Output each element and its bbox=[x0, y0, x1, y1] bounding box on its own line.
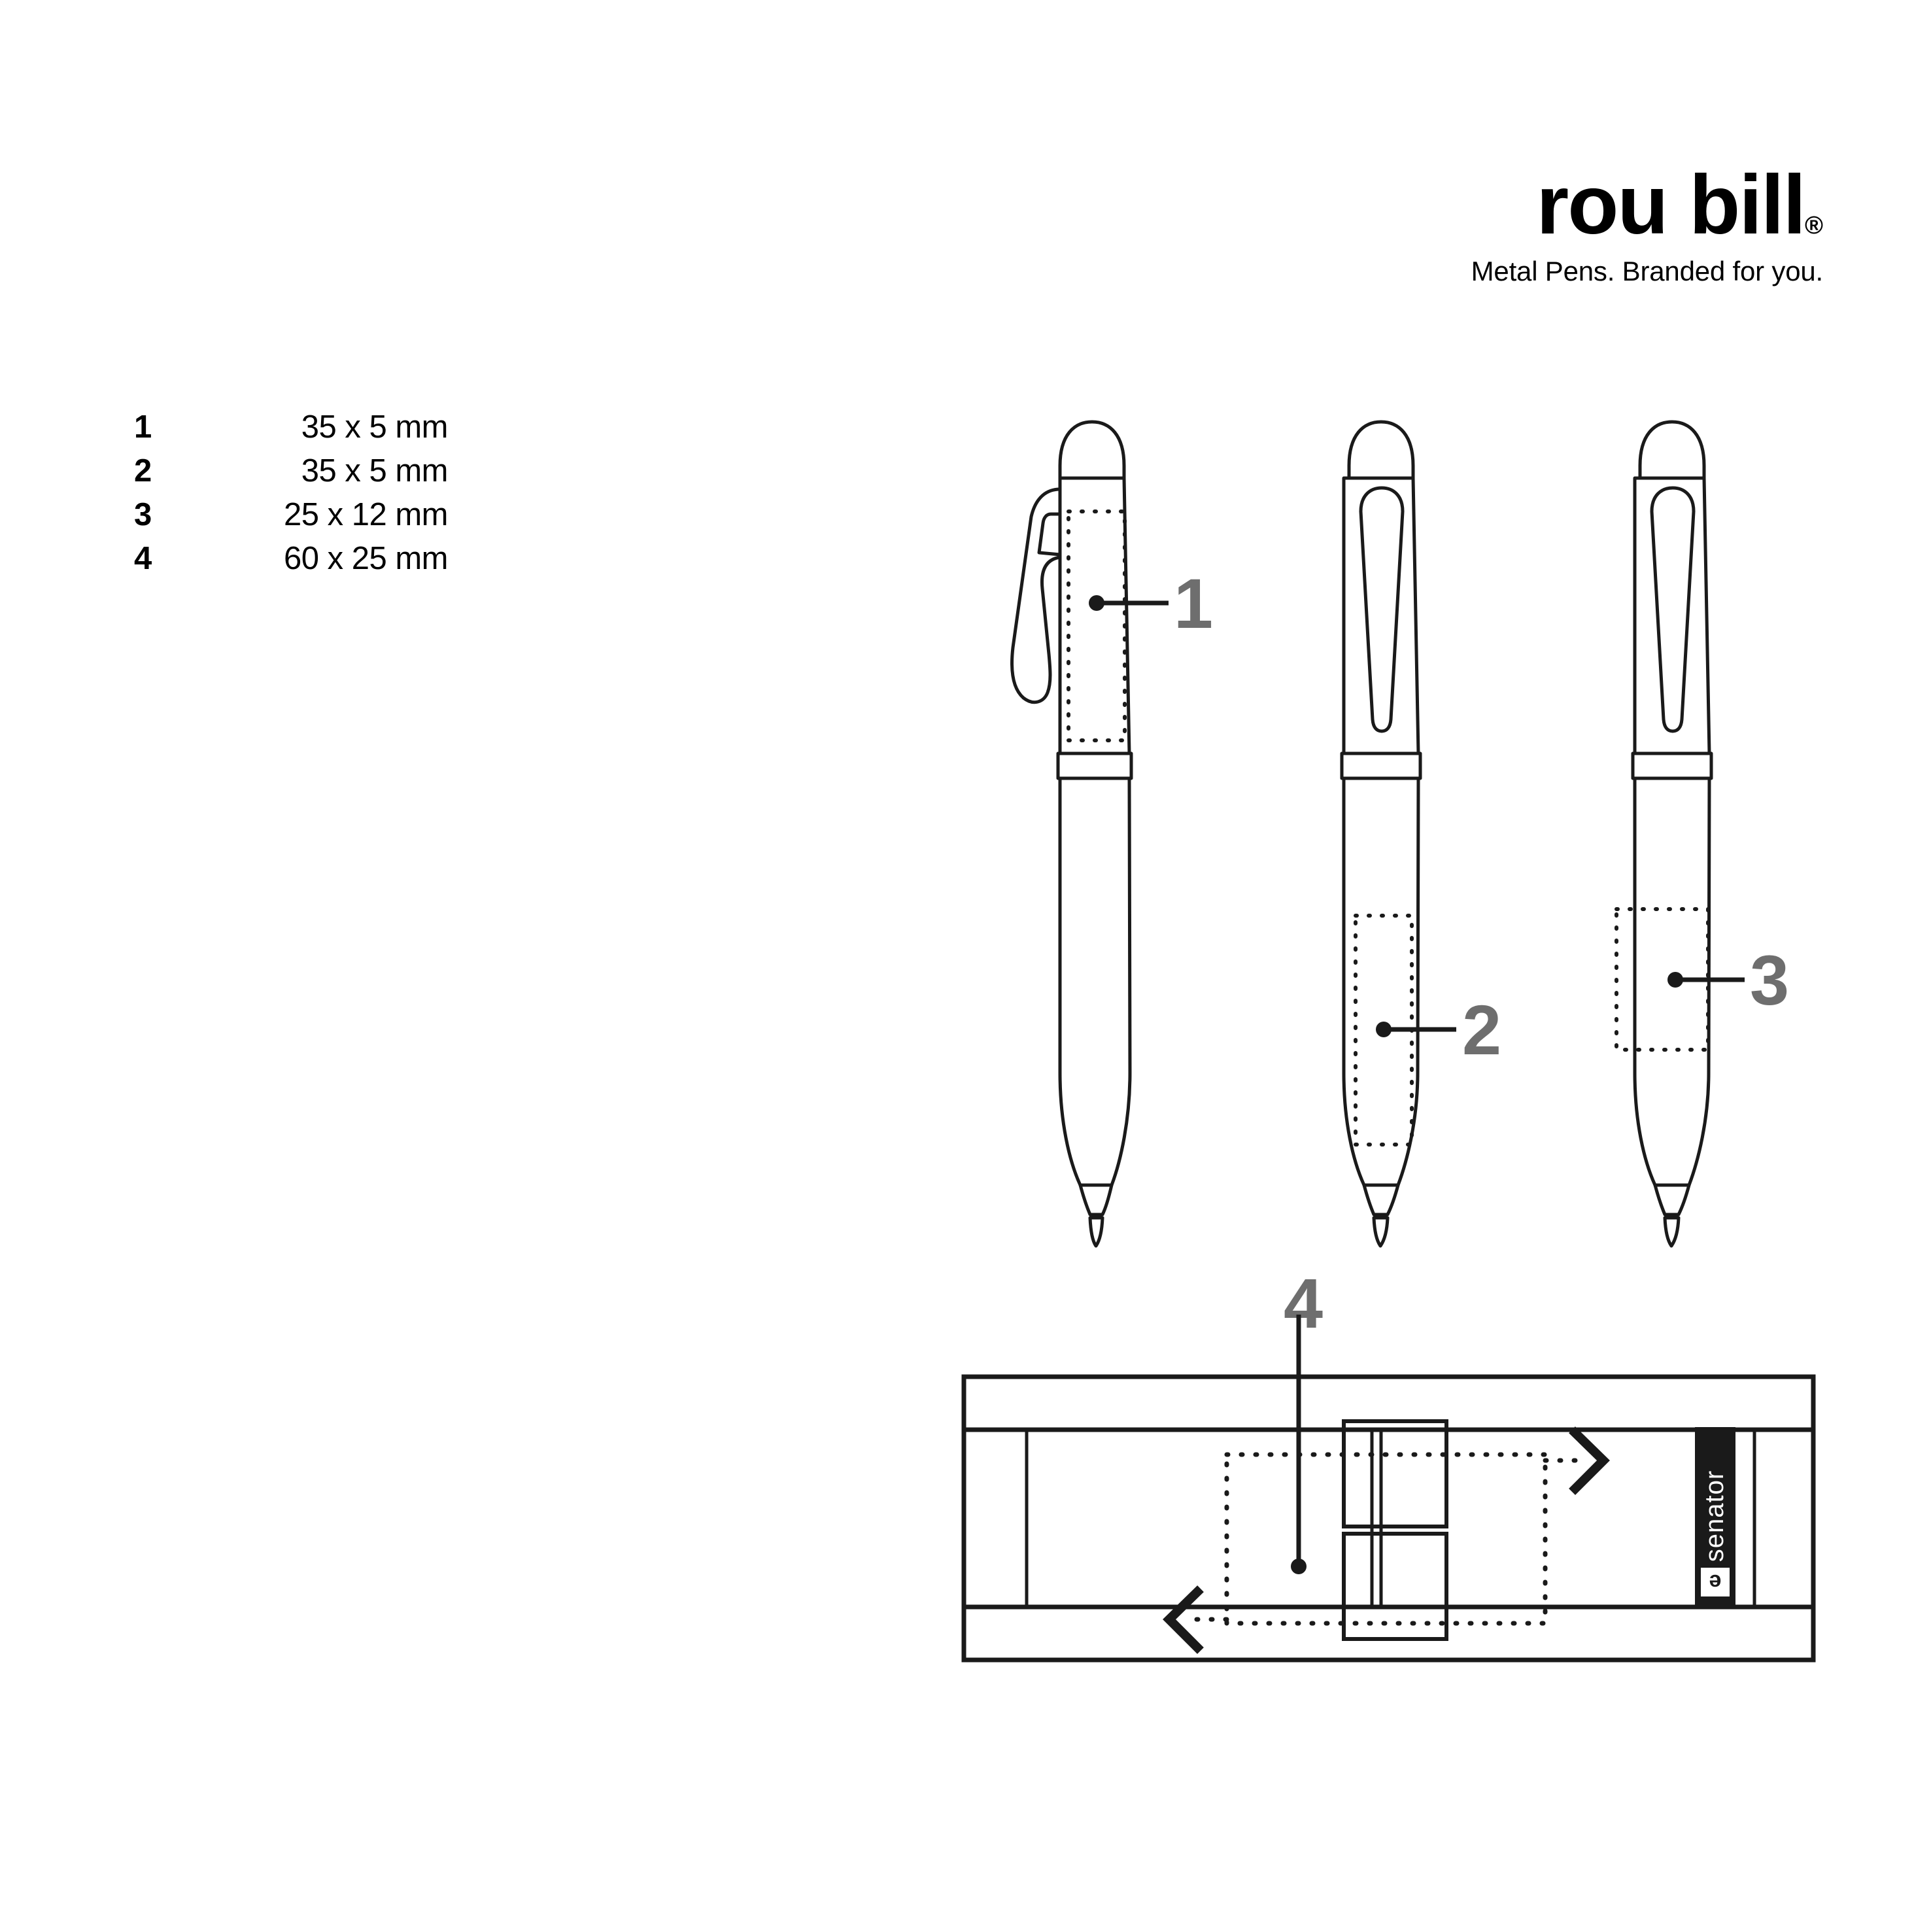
senator-badge-background bbox=[1695, 1427, 1735, 1605]
registered-trademark-icon: ® bbox=[1805, 212, 1823, 239]
pen1-tip bbox=[1088, 1216, 1104, 1248]
print-area-4 bbox=[1224, 1452, 1548, 1626]
pen3-cap-barrel bbox=[1633, 476, 1711, 755]
print-area-2 bbox=[1354, 914, 1414, 1147]
gift-box bbox=[961, 1374, 1816, 1663]
brand-tagline: Metal Pens. Branded for you. bbox=[1471, 256, 1824, 286]
print-direction-arrow-right bbox=[1569, 1426, 1610, 1495]
marker-label-2: 2 bbox=[1462, 990, 1501, 1069]
marker-label-3: 3 bbox=[1750, 940, 1789, 1020]
legend-item-dimension: 60 x 25 mm bbox=[284, 541, 448, 576]
legend-row: 3 25 x 12 mm bbox=[134, 496, 449, 540]
dimension-legend: 1 35 x 5 mm 2 35 x 5 mm 3 25 x 12 mm 4 6… bbox=[134, 409, 449, 584]
pen3-tip bbox=[1663, 1216, 1681, 1248]
pen2-cap-barrel bbox=[1342, 476, 1420, 755]
leader-line-3 bbox=[1667, 972, 1745, 988]
print-area-3 bbox=[1615, 907, 1710, 1052]
gift-box-insert-upper bbox=[1342, 1419, 1448, 1528]
legend-item-number: 4 bbox=[134, 541, 152, 576]
legend-item-dimension: 35 x 5 mm bbox=[301, 453, 449, 489]
senator-logo-mark: e bbox=[1709, 1570, 1722, 1595]
legend-item-number: 1 bbox=[134, 409, 152, 445]
senator-logo-text: senator bbox=[1700, 1470, 1729, 1562]
pen1-clip-inner bbox=[1037, 512, 1062, 557]
pen1-cap-dome bbox=[1058, 420, 1126, 480]
pen3-cone bbox=[1653, 1183, 1691, 1216]
gift-box-outline bbox=[961, 1374, 1816, 1663]
pen3-body bbox=[1633, 776, 1711, 1187]
pen3-clip-front bbox=[1650, 486, 1696, 733]
pen3-ring bbox=[1631, 751, 1713, 780]
leader-line-4 bbox=[1291, 1315, 1307, 1574]
legend-item-number: 3 bbox=[134, 497, 152, 532]
pen1-ring bbox=[1056, 751, 1133, 780]
print-direction-arrow-left bbox=[1163, 1585, 1204, 1654]
brand-logo: rou bill® Metal Pens. Branded for you. bbox=[1352, 164, 1824, 288]
pen2-tip bbox=[1372, 1216, 1390, 1248]
senator-logo-badge: senator e bbox=[1695, 1427, 1735, 1605]
gift-box-insert-lower bbox=[1342, 1532, 1448, 1641]
pen2-cone bbox=[1362, 1183, 1400, 1216]
pen2-clip-front bbox=[1359, 486, 1405, 733]
pen2-body bbox=[1342, 776, 1420, 1187]
marker-label-1: 1 bbox=[1174, 564, 1213, 643]
legend-item-dimension: 25 x 12 mm bbox=[284, 497, 448, 532]
pen3-cap-dome bbox=[1638, 420, 1706, 480]
marker-label-4: 4 bbox=[1284, 1264, 1323, 1343]
pen1-body bbox=[1058, 776, 1132, 1187]
legend-row: 2 35 x 5 mm bbox=[134, 453, 449, 496]
senator-badge-mark-bg bbox=[1701, 1568, 1730, 1596]
leader-line-1 bbox=[1089, 595, 1169, 611]
pen-side-view bbox=[1010, 420, 1133, 1248]
pen2-cap-dome bbox=[1347, 420, 1415, 480]
legend-item-number: 2 bbox=[134, 453, 152, 489]
pen-front-view-barrel bbox=[1340, 420, 1422, 1248]
print-area-1 bbox=[1067, 509, 1127, 742]
leader-line-2 bbox=[1376, 1022, 1456, 1037]
pen1-cap-barrel bbox=[1058, 476, 1131, 755]
legend-row: 1 35 x 5 mm bbox=[134, 409, 449, 453]
brand-wordmark: rou bill® bbox=[1352, 164, 1823, 247]
legend-row: 4 60 x 25 mm bbox=[134, 540, 449, 584]
pen2-ring bbox=[1340, 751, 1422, 780]
brand-wordmark-text: rou bill bbox=[1536, 158, 1806, 252]
pen-front-view-grip bbox=[1631, 420, 1713, 1248]
pen1-cone bbox=[1078, 1183, 1114, 1216]
legend-item-dimension: 35 x 5 mm bbox=[301, 409, 449, 445]
pen1-clip bbox=[1010, 487, 1062, 704]
